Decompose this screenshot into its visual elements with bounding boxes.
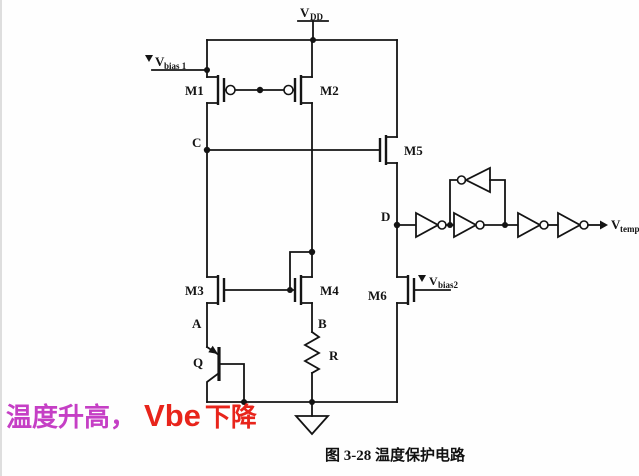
feedback-right-wire [489,179,506,226]
node-a-label: A [192,316,202,331]
feedback-left-wire [449,179,458,226]
slogan-part2: Vbe [144,398,201,433]
inverter1-bubble-icon [437,220,447,230]
vdd-label: V [300,5,310,20]
m1-gate-bubble-icon [225,84,236,96]
slogan-text: 温度升高， Vbe 下降 [6,398,258,433]
inverter4-icon [557,211,582,239]
node-c: C [192,135,381,154]
vbias1-label-sub: bias 1 [164,61,187,71]
inverter1-icon [415,211,440,239]
m1-stubs [206,76,219,104]
q-label: Q [193,355,203,370]
vdd-junction-dot [310,37,316,43]
vdd-supply: V DD [206,5,398,43]
bjt-q: Q [193,345,247,405]
mosfet-m5: M5 [378,39,423,165]
vtemp-label-sub: temp [620,224,639,234]
m4-label: M4 [320,283,339,298]
slogan-part3: 下降 [205,402,258,432]
m2-stubs [300,76,313,104]
feedback-inverter [449,166,506,226]
inverter3-icon [517,211,542,239]
resistor-zigzag [303,330,321,375]
m4-diode-dot-upper [308,248,316,256]
node-b-label: B [318,316,327,331]
inverter2-icon [453,211,478,239]
node-d: D [381,209,417,229]
q-emitter-arrow-icon [208,345,218,354]
m4-diode-link-wire [289,251,313,291]
vbias2-label: V [429,274,438,288]
ground-symbol-icon [293,415,331,436]
m4-diode-dot-lower [287,287,293,293]
inverter3-bubble-icon [539,220,549,230]
m6-stubs [396,276,409,304]
m4-stubs [300,276,313,304]
m5-label: M5 [404,143,423,158]
gate-line-junction-dot [256,86,264,94]
m2-gate-bubble-icon [283,84,294,96]
m3-m4-gate-line [223,248,316,293]
m3-stubs [206,276,219,304]
m2-label: M2 [320,83,339,98]
q-collector-wire [206,371,221,403]
m1-label: M1 [185,83,204,98]
node-c-label: C [192,135,201,150]
vdd-label-sub: DD [310,12,323,22]
vbias1-label: V [155,54,165,69]
inverter4-bubble-icon [579,220,589,230]
vtemp-label: V [611,217,621,232]
mosfet-m4: M4 [293,275,339,305]
vbias2-flag-icon [418,275,426,282]
inverter2-bubble-icon [475,220,485,230]
m3-label: M3 [185,283,204,298]
m5-stubs [385,136,398,164]
vbias1-net: V bias 1 [145,54,210,73]
m1-m2-gate-line [223,84,296,96]
vbias2-net: V bias2 [418,274,459,290]
vbias2-label-sub: bias2 [438,280,459,290]
mosfet-m1: M1 [185,39,226,105]
resistor-label: R [329,348,339,363]
feedback-inverter-icon [463,166,491,194]
figure-caption: 图 3-28 温度保护电路 [325,446,466,464]
ground-net [206,399,398,436]
resistor-r: R [303,330,339,403]
mosfet-m6: M6 [368,275,451,403]
mosfet-m2: M2 [293,39,339,105]
m6-label: M6 [368,288,387,303]
vtemp-arrow-icon [600,220,608,230]
vbias1-flag-icon [145,55,153,62]
mosfet-m3: M3 [185,275,226,305]
q-base-link-wire [218,363,245,403]
inverter-chain [415,211,601,239]
slogan-part1: 温度升高， [6,402,136,432]
vtemp-net: V temp [600,217,639,234]
node-d-label: D [381,209,390,224]
